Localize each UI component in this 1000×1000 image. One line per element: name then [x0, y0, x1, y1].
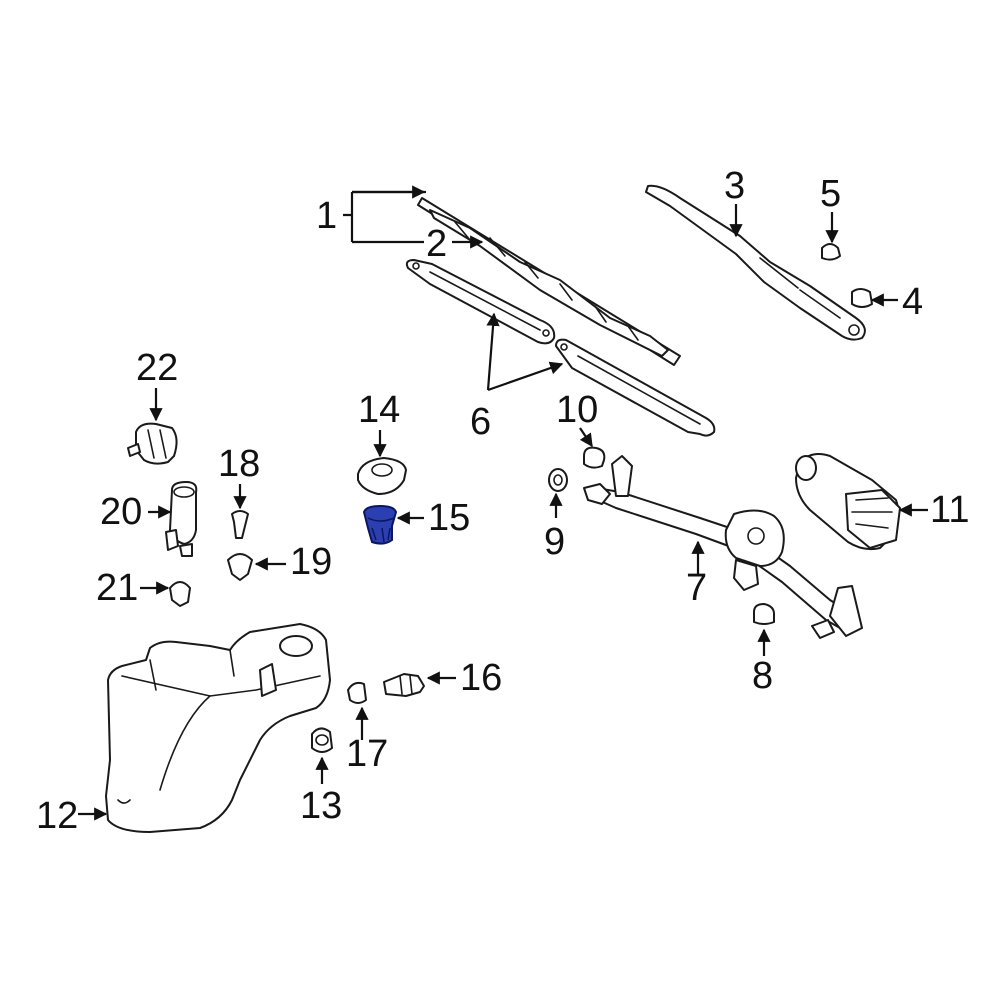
pump-seal[interactable] — [169, 581, 191, 607]
callout-4: 4 — [902, 281, 923, 323]
wiper-motor[interactable] — [795, 453, 901, 551]
filler-strainer-highlighted[interactable] — [362, 504, 398, 545]
washer-nozzle[interactable] — [127, 422, 178, 465]
washer-pump[interactable] — [165, 481, 198, 557]
callout-17: 17 — [346, 733, 388, 775]
wiper-arm-right[interactable] — [555, 338, 716, 437]
reservoir-grommet[interactable] — [311, 727, 333, 753]
callout-16: 16 — [460, 657, 502, 699]
callout-21: 21 — [96, 567, 138, 609]
callout-19: 19 — [290, 541, 332, 583]
callout-15: 15 — [428, 497, 470, 539]
callout-1: 1 — [316, 195, 337, 237]
callout-18: 18 — [218, 443, 260, 485]
filler-neck-cap[interactable] — [357, 457, 407, 495]
callout-11: 11 — [930, 489, 969, 531]
callout-8: 8 — [752, 655, 773, 697]
callout-7: 7 — [686, 567, 707, 609]
washer-reservoir[interactable] — [105, 623, 331, 833]
callout-10: 10 — [556, 389, 598, 431]
callout-12: 12 — [36, 795, 78, 837]
linkage-bushing-8[interactable] — [753, 603, 775, 625]
linkage-bushing-10[interactable] — [583, 446, 606, 469]
callout-13: 13 — [300, 785, 342, 827]
callout-2: 2 — [426, 223, 447, 265]
wiper-arm-left[interactable] — [405, 259, 556, 345]
callout-labels: 1 2 3 4 5 6 7 8 9 10 11 12 13 14 15 16 1… — [36, 165, 969, 837]
wiper-blade[interactable] — [417, 197, 681, 366]
retaining-clip[interactable] — [231, 510, 249, 539]
callout-22: 22 — [136, 347, 178, 389]
pump-mount-grommet[interactable] — [227, 553, 253, 581]
arm-nut[interactable] — [851, 288, 873, 308]
rear-wiper-arm[interactable] — [645, 184, 866, 341]
callout-9: 9 — [544, 521, 565, 563]
hose-connector[interactable] — [383, 673, 425, 697]
arm-cap[interactable] — [821, 243, 841, 261]
wiper-linkage[interactable] — [583, 455, 863, 639]
leader-lines — [78, 185, 928, 821]
callout-20: 20 — [100, 491, 142, 533]
callout-6: 6 — [470, 401, 491, 443]
callout-3: 3 — [724, 165, 745, 207]
linkage-grommet-9[interactable] — [548, 468, 568, 492]
pump-grommet[interactable] — [347, 681, 367, 704]
callout-5: 5 — [820, 173, 841, 215]
callout-14: 14 — [358, 389, 400, 431]
